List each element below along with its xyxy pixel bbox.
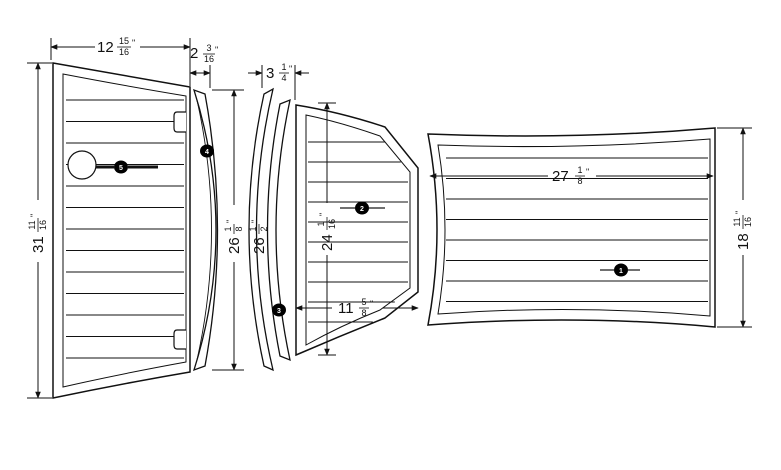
dim-mid-height: 24 1 16 " — [316, 213, 337, 251]
svg-text:": " — [370, 299, 373, 309]
panel-part-2 — [295, 104, 419, 357]
svg-text:11: 11 — [27, 220, 37, 229]
svg-text:18: 18 — [735, 233, 752, 250]
badge-part-1: 1 — [614, 263, 628, 277]
svg-text:": " — [132, 38, 135, 48]
svg-text:16: 16 — [743, 217, 753, 227]
svg-text:16: 16 — [119, 47, 129, 57]
strip-part-3 — [248, 87, 291, 372]
panel-part-1-slats — [446, 157, 708, 302]
svg-text:3: 3 — [206, 43, 211, 53]
dim-strip-height-b: 26 1 2 " — [248, 220, 269, 254]
dim-right-height: 18 11 16 " — [732, 211, 753, 250]
badge-part-5: 5 — [96, 160, 158, 174]
svg-text:26: 26 — [251, 237, 268, 254]
svg-text:3: 3 — [277, 308, 281, 315]
svg-text:16: 16 — [327, 219, 337, 229]
dim-left-height: 31 11 16 " — [27, 214, 48, 253]
svg-text:8: 8 — [577, 176, 582, 186]
svg-text:15: 15 — [119, 36, 129, 46]
svg-text:": " — [586, 167, 589, 177]
svg-text:": " — [250, 220, 260, 223]
svg-text:12: 12 — [97, 39, 114, 56]
svg-text:1: 1 — [248, 226, 258, 231]
svg-text:1: 1 — [223, 226, 233, 231]
svg-text:8: 8 — [234, 226, 244, 231]
svg-text:26: 26 — [226, 237, 243, 254]
svg-text:2: 2 — [190, 45, 198, 62]
dim-top-width: 12 15 16 " — [97, 36, 135, 57]
svg-text:2: 2 — [360, 206, 364, 213]
svg-text:4: 4 — [205, 149, 209, 156]
svg-text:16: 16 — [38, 220, 48, 230]
dim-strip-height-a: 26 1 8 " — [223, 220, 244, 254]
svg-text:27: 27 — [552, 168, 569, 185]
panel-part-5-tabs — [67, 111, 186, 350]
svg-text:4: 4 — [281, 73, 286, 83]
svg-text:": " — [225, 220, 235, 223]
badge-part-2: 2 — [355, 201, 369, 215]
svg-text:1: 1 — [316, 221, 326, 226]
badge-part-4: 4 — [200, 144, 214, 158]
svg-text:1: 1 — [577, 165, 582, 175]
hole-circle — [67, 150, 97, 180]
svg-text:5: 5 — [361, 297, 366, 307]
svg-text:16: 16 — [204, 54, 214, 64]
svg-text:2: 2 — [259, 226, 269, 231]
dim-mid-width: 11 5 8 " — [338, 297, 373, 318]
svg-text:3: 3 — [266, 65, 274, 82]
badge-part-3: 3 — [272, 303, 286, 317]
svg-text:": " — [289, 64, 292, 74]
svg-text:11: 11 — [338, 300, 354, 317]
dim-gap-width: 3 1 4 " — [266, 62, 292, 83]
dim-strip-width: 2 3 16 " — [190, 43, 218, 64]
svg-text:": " — [734, 211, 744, 214]
svg-text:11: 11 — [732, 217, 742, 226]
svg-text:1: 1 — [619, 268, 623, 275]
panel-part-2-slats — [308, 141, 408, 323]
svg-text:8: 8 — [361, 308, 366, 318]
svg-text:": " — [318, 213, 328, 216]
svg-text:": " — [29, 214, 39, 217]
panel-part-5 — [52, 62, 191, 399]
svg-text:24: 24 — [319, 234, 336, 251]
strip-part-4 — [192, 88, 219, 372]
panel-part-5-slats — [66, 99, 184, 359]
svg-text:5: 5 — [119, 165, 123, 172]
svg-text:1: 1 — [281, 62, 286, 72]
svg-text:31: 31 — [30, 236, 47, 253]
dimension-lines — [27, 38, 752, 399]
panel-part-1 — [427, 127, 716, 328]
svg-text:": " — [215, 45, 218, 55]
dim-right-width: 27 1 8 " — [552, 165, 589, 186]
